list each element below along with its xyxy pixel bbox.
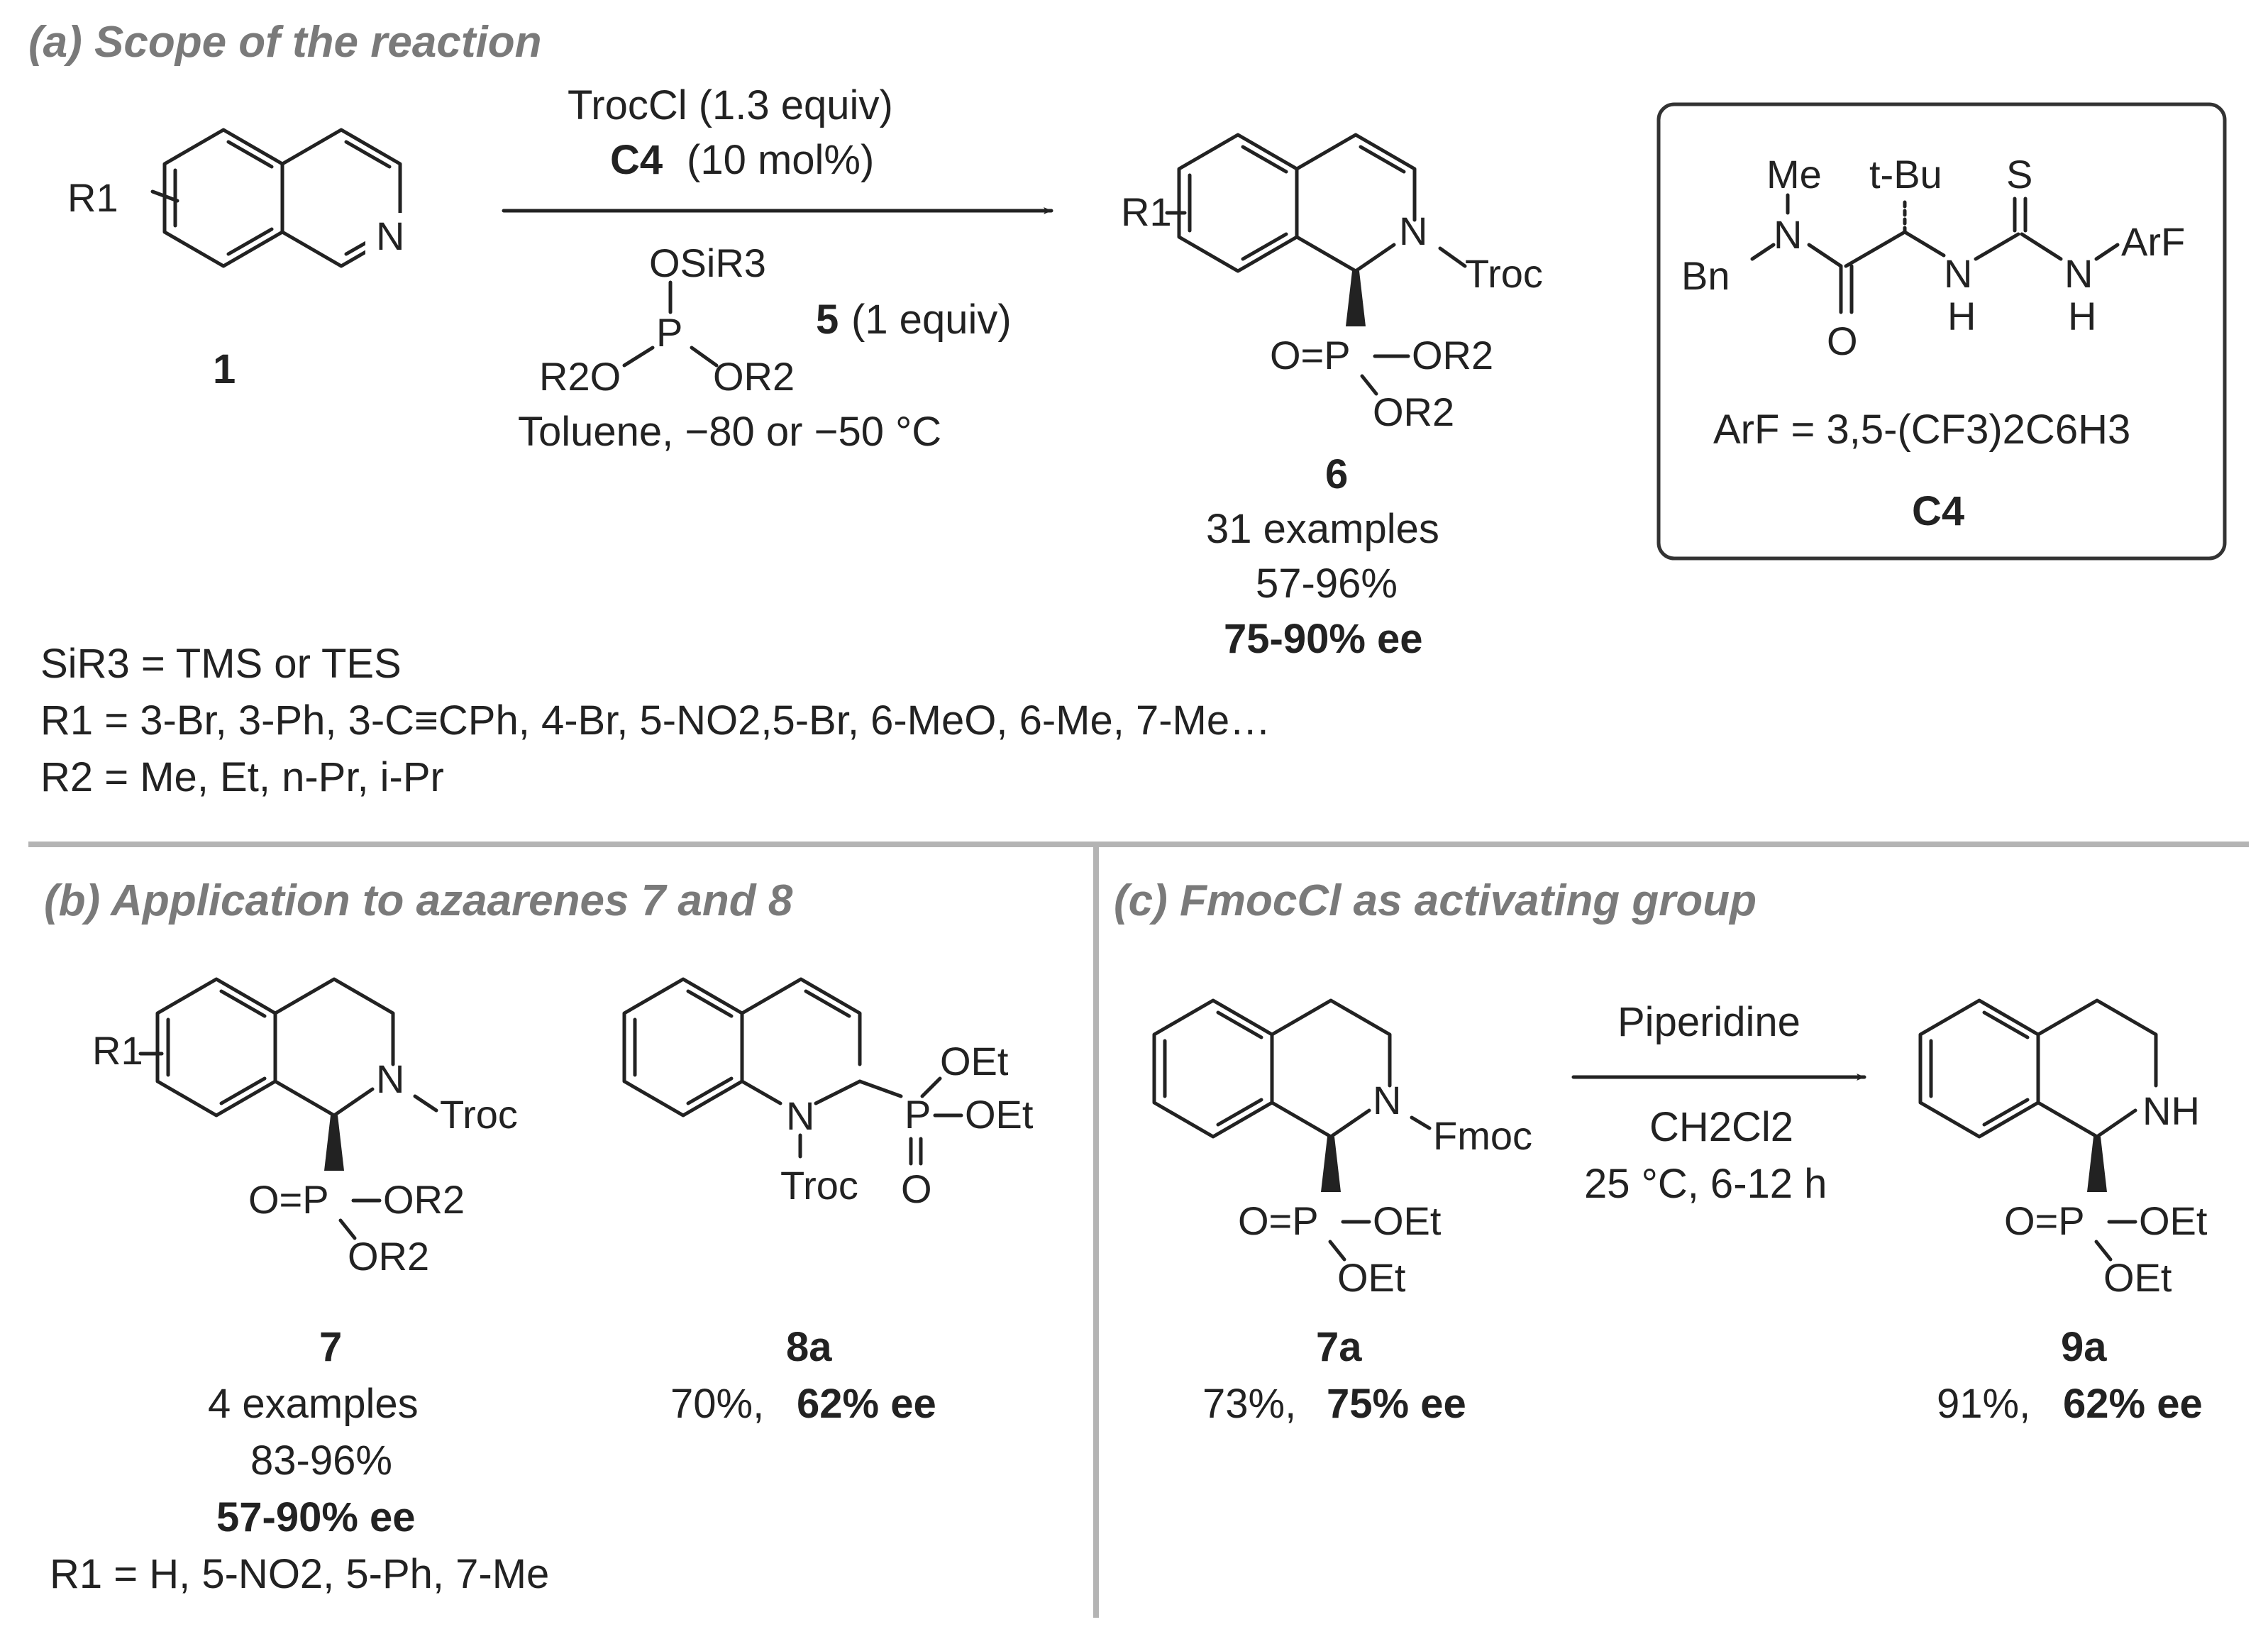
atom-n: N bbox=[1774, 212, 1802, 257]
bn-label: Bn bbox=[1681, 253, 1730, 298]
phosphite-equiv: (1 equiv) bbox=[851, 297, 1012, 343]
troc-label: Troc bbox=[1465, 251, 1543, 296]
yield-range: 57-96% bbox=[1256, 561, 1398, 607]
or2-label: OR2 bbox=[713, 354, 795, 399]
oet-label: OEt bbox=[1373, 1198, 1442, 1243]
catalyst-loading: (10 mol%) bbox=[687, 137, 874, 183]
cmpd7a-yield: 73%, bbox=[1202, 1381, 1296, 1427]
section-c-header: (c) FmocCl as activating group bbox=[1114, 876, 1757, 925]
cmpd8a-ee: 62% ee bbox=[797, 1381, 936, 1427]
reagent-piperidine: Piperidine bbox=[1617, 999, 1800, 1045]
atom-p: P bbox=[905, 1092, 931, 1137]
compound-5-label: 5 bbox=[816, 297, 839, 343]
conditions-a: Toluene, −80 or −50 °C bbox=[518, 409, 941, 455]
or2-label: OR2 bbox=[383, 1177, 465, 1222]
catalyst-ref-c4: C4 bbox=[610, 137, 663, 183]
atom-o: O bbox=[1827, 319, 1858, 363]
section-a-header: (a) Scope of the reaction bbox=[28, 18, 541, 67]
product-6-structure: N Troc O=P OR2 OR2 R1 bbox=[1121, 133, 1543, 434]
note-r2: R2 = Me, Et, n-Pr, i-Pr bbox=[40, 754, 444, 800]
oet-label: OEt bbox=[2103, 1255, 2172, 1300]
compound-6-label: 6 bbox=[1325, 451, 1348, 497]
cmpd7-ee: 57-90% ee bbox=[216, 1494, 416, 1540]
r1-label: R1 bbox=[1121, 189, 1172, 234]
conditions-c: 25 °C, 6-12 h bbox=[1584, 1161, 1827, 1207]
osir3-label: OSiR3 bbox=[649, 241, 766, 285]
atom-n: N bbox=[1944, 251, 1972, 296]
note-r1: R1 = 3-Br, 3-Ph, 3-C≡CPh, 4-Br, 5-NO2,5-… bbox=[40, 697, 1271, 744]
catalyst-box bbox=[1656, 102, 2227, 561]
compound-7-label: 7 bbox=[319, 1324, 342, 1370]
phosphonate-label: O=P bbox=[248, 1177, 329, 1222]
r2o-label: R2O bbox=[539, 354, 621, 399]
oet-label: OEt bbox=[940, 1039, 1009, 1083]
atom-n: N bbox=[786, 1093, 814, 1138]
arf-definition: ArF = 3,5-(CF3)2C6H3 bbox=[1713, 407, 2130, 453]
atom-p: P bbox=[656, 310, 682, 355]
isoquinoline-structure: N R1 bbox=[67, 128, 419, 268]
compound-8a-structure: N Troc P OEt OEt O bbox=[622, 977, 1034, 1211]
r1-label: R1 bbox=[92, 1028, 143, 1073]
oet-label: OEt bbox=[2139, 1198, 2208, 1243]
atom-h: H bbox=[2068, 294, 2096, 338]
r1-label: R1 bbox=[67, 175, 118, 220]
fmoc-label: Fmoc bbox=[1433, 1113, 1532, 1158]
catalyst-c4-structure: Me N Bn O t-Bu N H S N H ArF bbox=[1681, 152, 2185, 363]
cmpd7-r1-list: R1 = H, 5-NO2, 5-Ph, 7-Me bbox=[50, 1551, 549, 1597]
or2-label: OR2 bbox=[1412, 333, 1493, 377]
compound-1-label: 1 bbox=[213, 346, 236, 392]
troc-label: Troc bbox=[780, 1163, 858, 1208]
cmpd7a-ee: 75% ee bbox=[1327, 1381, 1466, 1427]
atom-o: O bbox=[901, 1166, 932, 1211]
ee-range: 75-90% ee bbox=[1224, 616, 1423, 662]
phosphite-structure: OSiR3 P R2O OR2 5 (1 equiv) bbox=[539, 241, 1012, 399]
atom-h: H bbox=[1947, 294, 1976, 338]
cmpd7-yield: 83-96% bbox=[250, 1438, 392, 1484]
atom-n: N bbox=[376, 214, 404, 258]
examples-count: 31 examples bbox=[1206, 506, 1439, 552]
tbu-label: t-Bu bbox=[1869, 152, 1942, 197]
atom-n: N bbox=[1399, 209, 1427, 253]
compound-9a-structure: NH O=P OEt OEt bbox=[1918, 998, 2208, 1300]
phosphonate-label: O=P bbox=[1238, 1198, 1319, 1243]
or2-label: OR2 bbox=[1373, 390, 1454, 434]
atom-s: S bbox=[2006, 152, 2032, 197]
compound-7a-structure: N Fmoc O=P OEt OEt bbox=[1152, 998, 1532, 1300]
compound-7a-label: 7a bbox=[1316, 1324, 1362, 1370]
section-b-header: (b) Application to azaarenes 7 and 8 bbox=[44, 876, 793, 925]
reagent-trocl: TrocCl (1.3 equiv) bbox=[568, 82, 893, 128]
arf-label: ArF bbox=[2121, 219, 2185, 264]
me-label: Me bbox=[1766, 152, 1822, 197]
cmpd9a-ee: 62% ee bbox=[2063, 1381, 2203, 1427]
note-sir3: SiR3 = TMS or TES bbox=[40, 641, 402, 687]
nh-label: NH bbox=[2142, 1088, 2200, 1133]
cmpd7-examples: 4 examples bbox=[208, 1381, 419, 1427]
atom-n: N bbox=[376, 1057, 404, 1101]
atom-n: N bbox=[1373, 1078, 1401, 1122]
cmpd8a-yield: 70%, bbox=[670, 1381, 764, 1427]
cmpd9a-yield: 91%, bbox=[1937, 1381, 2030, 1427]
phosphonate-label: O=P bbox=[1270, 333, 1351, 377]
compound-8a-label: 8a bbox=[786, 1324, 832, 1370]
phosphonate-label: O=P bbox=[2004, 1198, 2085, 1243]
oet-label: OEt bbox=[1337, 1255, 1406, 1300]
atom-n: N bbox=[2064, 251, 2093, 296]
compound-7-structure: N Troc O=P OR2 OR2 R1 bbox=[92, 977, 518, 1279]
oet-label: OEt bbox=[965, 1092, 1034, 1137]
troc-label: Troc bbox=[440, 1092, 518, 1137]
compound-9a-label: 9a bbox=[2061, 1324, 2107, 1370]
catalyst-label: C4 bbox=[1912, 488, 1964, 534]
or2-label: OR2 bbox=[348, 1234, 429, 1279]
solvent-ch2cl2: CH2Cl2 bbox=[1649, 1104, 1793, 1150]
